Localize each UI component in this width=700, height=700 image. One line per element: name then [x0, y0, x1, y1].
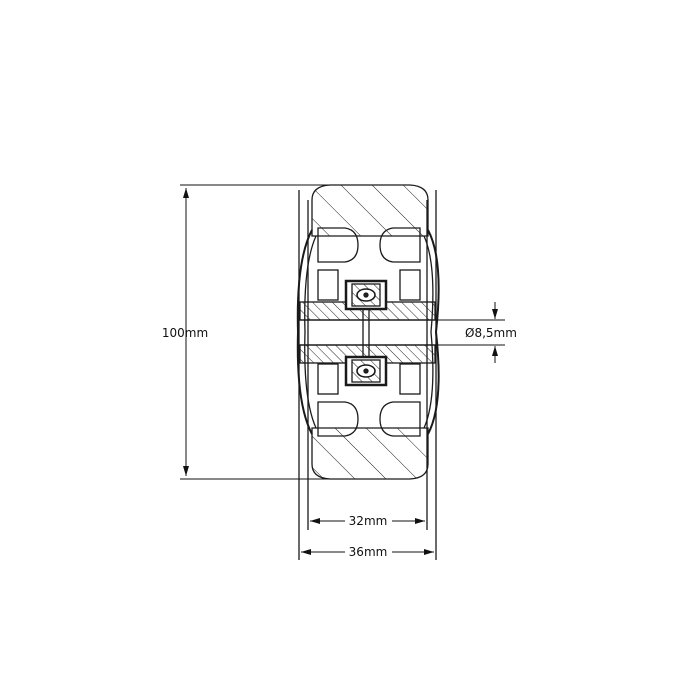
dimension-lines [180, 184, 505, 555]
overall-width-dimension-label: 36mm [349, 545, 388, 559]
wheel-section [296, 184, 440, 560]
bore-dimension-label: Ø8,5mm [465, 326, 517, 340]
tread-width-dimension-label: 32mm [349, 514, 388, 528]
height-dimension-label: 100mm [162, 326, 208, 340]
